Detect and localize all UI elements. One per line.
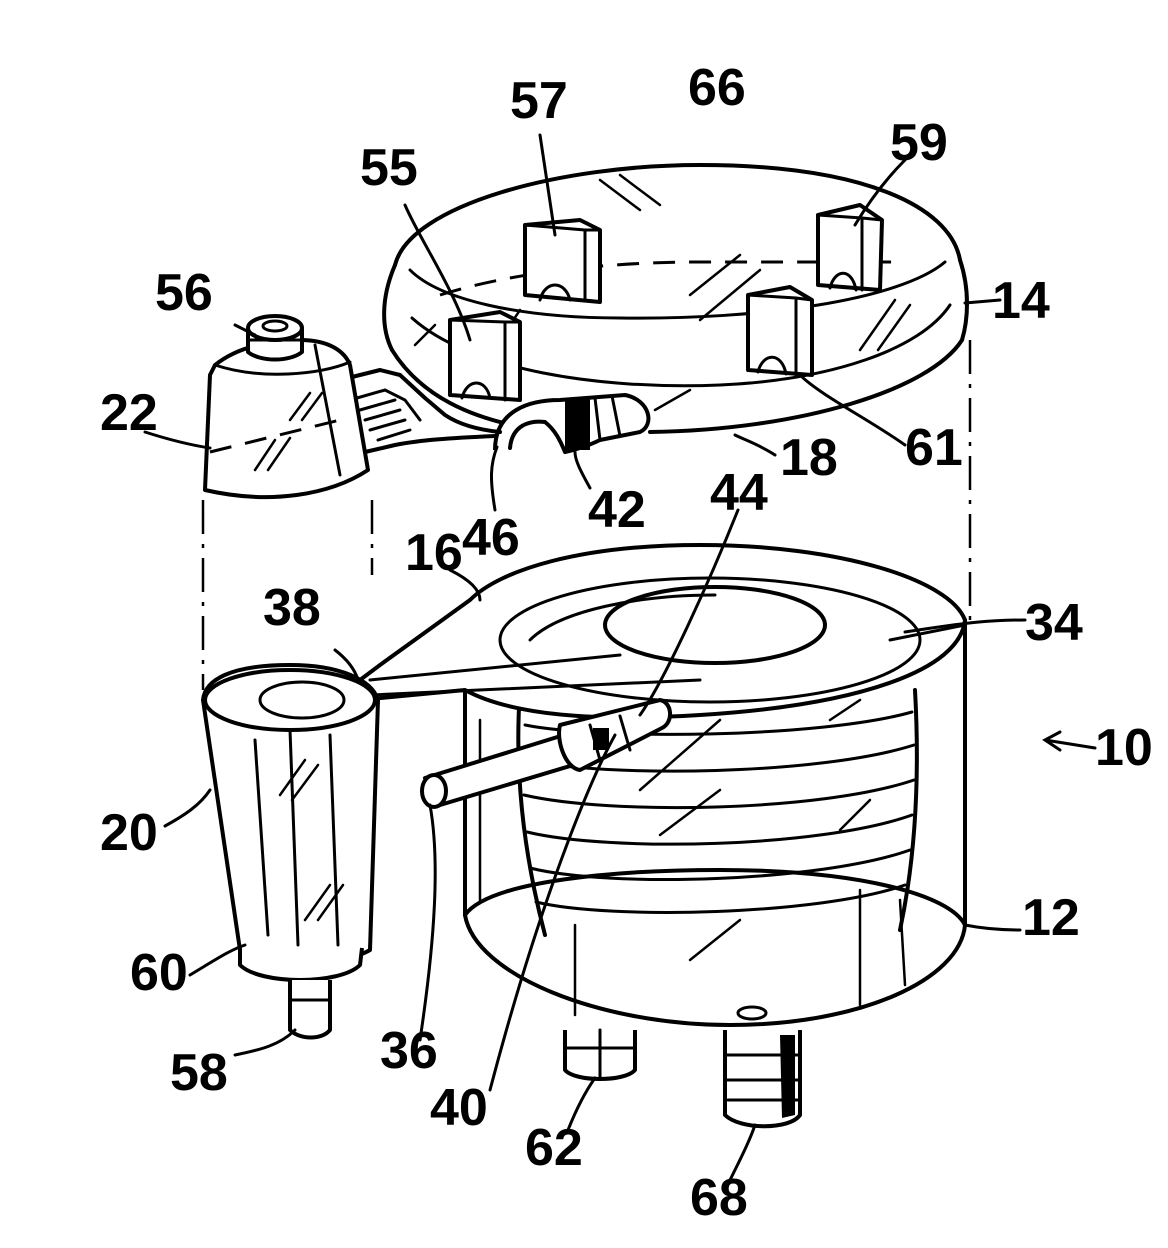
label-10: 10: [1095, 719, 1153, 777]
tab-57: [525, 220, 600, 302]
stud-68: [725, 1030, 800, 1126]
label-20: 20: [100, 804, 158, 862]
label-56: 56: [155, 264, 213, 322]
label-22: 22: [100, 384, 158, 442]
lead-wire-36: [422, 700, 670, 807]
label-34: 34: [1025, 594, 1083, 652]
label-59: 59: [890, 114, 948, 172]
stud-56: [248, 316, 302, 360]
tab-61: [748, 287, 812, 375]
label-18: 18: [780, 429, 838, 487]
label-12: 12: [1022, 889, 1080, 947]
label-42: 42: [588, 481, 646, 539]
clip-42: [495, 395, 648, 452]
tab-55: [450, 312, 520, 400]
label-60: 60: [130, 944, 188, 1002]
label-62: 62: [525, 1119, 583, 1177]
label-44: 44: [710, 464, 768, 522]
label-36: 36: [380, 1022, 438, 1080]
label-57: 57: [510, 72, 568, 130]
label-68: 68: [690, 1169, 748, 1227]
label-46: 46: [462, 509, 520, 567]
terminal-post-20: [203, 665, 378, 1038]
label-55: 55: [360, 139, 418, 197]
label-58: 58: [170, 1044, 228, 1102]
label-40: 40: [430, 1079, 488, 1137]
label-38: 38: [263, 579, 321, 637]
stud-62: [565, 1030, 635, 1079]
knob-22: [205, 340, 368, 497]
label-14: 14: [992, 272, 1050, 330]
label-66: 66: [688, 59, 746, 117]
label-61: 61: [905, 419, 963, 477]
tab-59: [818, 205, 882, 290]
label-16: 16: [405, 524, 463, 582]
